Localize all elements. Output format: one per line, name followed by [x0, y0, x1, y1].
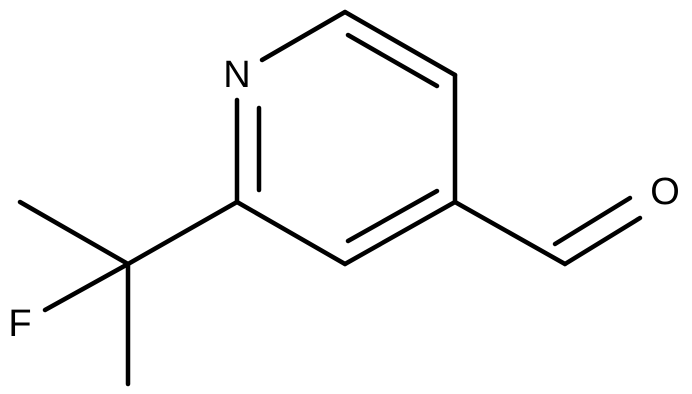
atom-label-o: O	[650, 171, 680, 213]
bond-c2-cq	[125, 199, 240, 267]
atom-label-f: F	[8, 303, 31, 345]
bond-c6-c5	[342, 9, 458, 78]
bond-n1-c6	[259, 9, 348, 63]
atom-label-n: N	[223, 54, 250, 96]
bond-cho-o	[562, 215, 643, 267]
bond-c4-c3	[342, 199, 458, 267]
bond-c4-cho	[452, 199, 568, 267]
bond-cq-me1	[17, 199, 131, 267]
bond-c3-c2	[234, 199, 348, 267]
bond-c6-c5-inner	[345, 32, 440, 89]
bond-cho-o-double	[552, 195, 633, 247]
bond-cq-f	[42, 261, 131, 313]
bond-c4-c3-inner	[345, 188, 440, 244]
